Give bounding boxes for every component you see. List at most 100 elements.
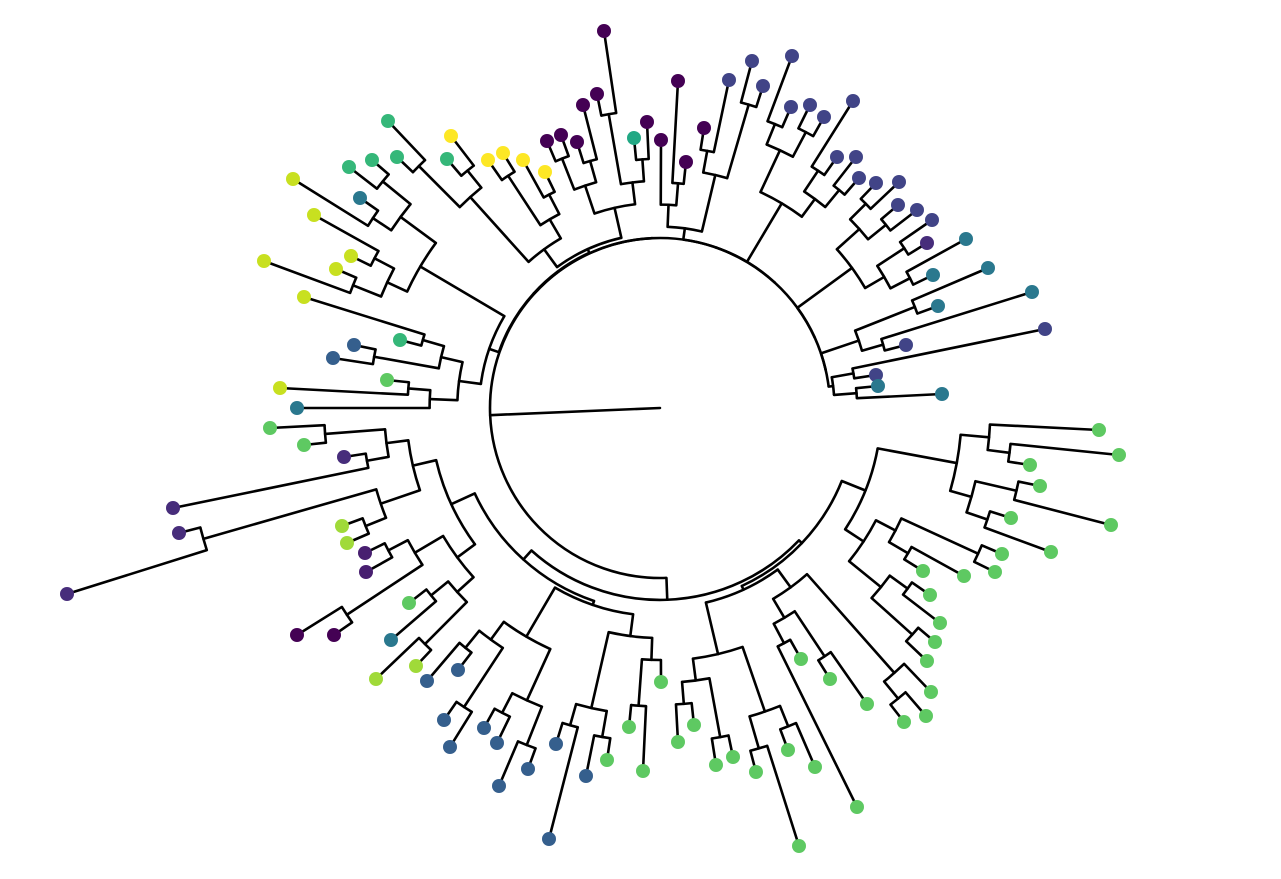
tip-node <box>393 333 407 347</box>
branch-arc <box>405 242 437 293</box>
branch-edge <box>500 691 514 715</box>
tip-node <box>353 191 367 205</box>
tip-node <box>636 764 650 778</box>
branch-arc <box>1006 443 1012 462</box>
tip-node <box>995 547 1009 561</box>
tip-node <box>347 338 361 352</box>
branch-edge <box>910 545 966 578</box>
branch-edge <box>866 223 888 241</box>
branch-edge <box>385 439 410 445</box>
tip-node <box>640 115 654 129</box>
tip-node <box>516 153 530 167</box>
branch-edge <box>823 188 841 209</box>
tip-node <box>897 715 911 729</box>
branch-edge <box>910 266 990 302</box>
branch-edge <box>776 645 859 809</box>
tip-node <box>726 750 740 764</box>
tip-node <box>803 98 817 112</box>
branch-edge <box>381 180 412 206</box>
branch-arc <box>851 368 856 379</box>
tip-node <box>263 421 277 435</box>
branch-arc <box>803 190 827 209</box>
branch-edge <box>708 677 722 739</box>
branch-edge <box>983 526 1053 554</box>
branch-edge <box>800 197 817 218</box>
tip-node <box>1004 511 1018 525</box>
branch-edge <box>466 169 483 189</box>
branch-edge <box>449 492 477 506</box>
branch-edge <box>323 428 387 436</box>
branch-edge <box>65 548 209 596</box>
branch-edge <box>765 122 777 146</box>
tip-node <box>957 569 971 583</box>
branch-arc <box>819 352 830 387</box>
branch-edge <box>365 455 390 463</box>
branch-edge <box>802 169 820 193</box>
branch-edge <box>171 466 370 510</box>
branch-edge <box>600 709 609 739</box>
branch-arc <box>711 734 729 740</box>
branch-arc <box>434 459 477 546</box>
branch-edge <box>840 479 867 492</box>
branch-edge <box>429 580 450 597</box>
tip-node <box>869 176 883 190</box>
tree-branches <box>65 29 1121 848</box>
branch-edge <box>457 379 483 386</box>
branch-edge <box>364 516 388 528</box>
tip-node <box>344 249 358 263</box>
tip-node <box>785 49 799 63</box>
tip-node <box>781 743 795 757</box>
branch-edge <box>455 575 475 594</box>
branch-edge <box>548 218 563 240</box>
branch-edge <box>522 549 533 561</box>
branch-edge <box>428 397 459 402</box>
branch-arc <box>902 581 913 596</box>
branch-arc <box>835 248 867 289</box>
tip-node <box>860 697 874 711</box>
branch-edge <box>374 636 421 681</box>
tip-node <box>337 450 351 464</box>
tip-node <box>920 236 934 250</box>
branch-edge <box>725 103 750 180</box>
branch-edge <box>948 489 973 499</box>
tip-node <box>381 114 395 128</box>
branch-edge <box>666 203 670 229</box>
branch-arc <box>601 111 617 117</box>
tip-node <box>166 501 180 515</box>
branch-edge <box>965 511 989 521</box>
branch-edge <box>560 157 576 191</box>
branch-edge <box>988 423 1101 432</box>
tip-node <box>451 663 465 677</box>
tip-node <box>440 152 454 166</box>
branch-edge <box>759 148 782 194</box>
branch-arc <box>511 692 543 708</box>
branch-edge <box>387 538 410 552</box>
branch-edge <box>385 281 409 293</box>
branch-edge <box>607 112 623 186</box>
tip-node <box>384 633 398 647</box>
tip-node <box>869 368 883 382</box>
tip-node <box>492 779 506 793</box>
branch-edge <box>371 216 393 232</box>
branch-edge <box>295 605 344 637</box>
branch-edge <box>407 387 432 392</box>
branch-edge <box>312 213 380 253</box>
tip-node <box>654 675 668 689</box>
branch-edge <box>547 193 561 216</box>
tip-node <box>329 262 343 276</box>
branch-edge <box>745 202 784 264</box>
branch-edge <box>674 182 680 207</box>
tip-node <box>933 616 947 630</box>
tip-node <box>342 160 356 174</box>
tip-node <box>290 628 304 642</box>
branch-edge <box>974 479 1018 493</box>
tip-node <box>358 546 372 560</box>
branch-arc <box>428 390 432 409</box>
branch-arc <box>478 629 504 649</box>
branch-edge <box>389 599 438 642</box>
tree-tips <box>60 24 1126 853</box>
tip-node <box>679 155 693 169</box>
branch-arc <box>675 701 692 706</box>
branch-arc <box>420 334 426 346</box>
branch-edge <box>870 596 914 636</box>
